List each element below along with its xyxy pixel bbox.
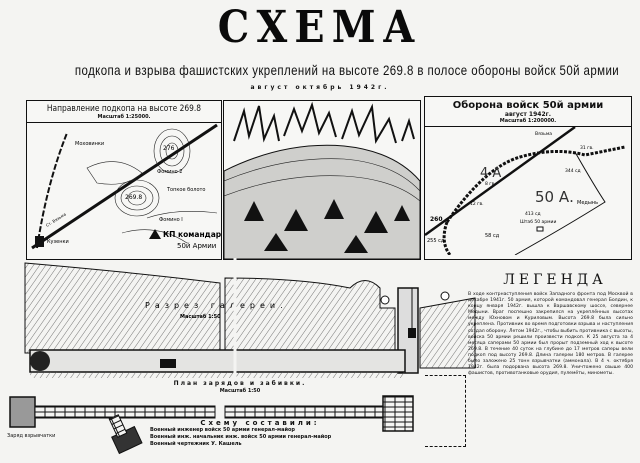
label-255sd: 255 сд	[427, 238, 445, 244]
panel-left-scale: Масштаб 1:25000.	[97, 114, 151, 120]
label-31gv: 31 гв.	[580, 145, 594, 151]
gallery-section-drawing: Разрез галереи. Масштаб 1:50	[24, 258, 476, 386]
explosion-blasts	[233, 101, 415, 145]
legend-text: В ходе контрнаступления войск Западного …	[468, 292, 633, 377]
label-50-army: 50й Армии	[177, 242, 216, 250]
panel-right-scale: Масштаб 1:200000.	[499, 118, 557, 124]
stemming-left	[34, 405, 216, 419]
label-fomino-1: Фомино I	[159, 217, 183, 223]
village-marker	[35, 236, 44, 247]
charge-chamber	[30, 351, 50, 371]
explosion-drawing	[223, 101, 421, 260]
mine-cart	[160, 359, 176, 368]
soldier-figure	[380, 295, 390, 305]
label-medyn: Медынь	[577, 200, 598, 206]
label-413sd: 413 сд	[525, 211, 541, 217]
stemming-right	[224, 405, 386, 419]
dashed-outline	[425, 375, 466, 447]
label-8gv: 8 гв.	[485, 181, 496, 187]
defense-map: 4 А 50 А. 8 гв. 12 гв. 413 сд Штаб 50 ар…	[424, 125, 626, 256]
legend-title: ЛЕГЕНДА	[503, 272, 607, 288]
compiler-line: Военный инженер войск 50 армии генерал-м…	[150, 427, 296, 433]
label-260: 260	[430, 216, 443, 223]
compiler-line: Военный инж. начальник инж. войск 50 арм…	[150, 434, 332, 440]
section-title: Разрез галереи.	[145, 301, 288, 310]
railway-line	[31, 123, 218, 250]
charge-box	[9, 396, 36, 428]
panel-defense-map: Оборона войск 50й армии август 1942г. Ма…	[424, 96, 632, 260]
label-swamp: Топкое болото	[166, 187, 206, 193]
label-hq: Штаб 50 армии	[520, 219, 556, 225]
road	[36, 132, 68, 249]
label-command-post: КП командарма	[163, 230, 221, 239]
panel-left-title: Направление подкопа на высоте 269.8	[46, 104, 202, 114]
end-chamber	[382, 395, 414, 432]
plan-title: План зарядов и забивки.	[173, 380, 307, 387]
explosion-mounds	[244, 199, 410, 253]
label-fomino-2: Фомино 2	[157, 169, 182, 175]
label-50a: 50 А.	[535, 188, 574, 206]
hq-flag-icon	[536, 226, 544, 232]
gallery-tunnel	[29, 349, 406, 373]
compiler-line: Военный чертежник У. Кашель	[150, 441, 242, 447]
soldier-figure	[440, 291, 450, 301]
plan-scale: Масштаб 1:50	[219, 388, 261, 394]
document-title: СХЕМА	[217, 2, 423, 53]
label-vyazma: Вязьма	[535, 131, 552, 137]
compilers-block: Схему составили: Военный инженер войск 5…	[150, 420, 370, 448]
label-kuzenki: Кузенки	[47, 239, 69, 245]
hill-terrain	[223, 144, 421, 260]
label-269-8: 269.8	[125, 194, 142, 201]
label-mokhovinki: Моховинки	[75, 141, 104, 147]
label-58sd: 58 сд	[485, 233, 500, 239]
label-344sd: 344 сд	[565, 168, 581, 174]
compilers-heading: Схему составили:	[200, 419, 320, 427]
command-post-icon	[149, 229, 161, 239]
defense-line	[445, 145, 626, 223]
section-scale: Масштаб 1:50	[180, 313, 221, 320]
panel-explosion-drawing	[223, 100, 421, 260]
charge-label: Заряд взрывчатки	[7, 433, 55, 439]
plan-drawing: Заряд взрывчатки	[7, 395, 414, 455]
panel-right-date: август 1942г.	[504, 111, 552, 118]
label-276: 276	[163, 145, 175, 152]
label-4a: 4 А	[480, 166, 501, 181]
dateline: август октябрь 1942г.	[250, 84, 390, 91]
bucket	[408, 328, 416, 338]
label-12gv: 12 гв.	[470, 201, 484, 207]
soil-right	[224, 277, 396, 364]
army-boundary	[514, 151, 606, 256]
hill-contours	[86, 128, 218, 244]
panel-right-title: Оборона войск 50й армии	[452, 100, 604, 111]
tunnel-direction-map: Моховинки 276 269.8 Фомино I Фомино 2 То…	[31, 123, 232, 250]
soil-left	[24, 262, 221, 354]
panel-tunnel-direction-map: Направление подкопа на высоте 269.8 Масш…	[26, 100, 232, 260]
document-subtitle: подкопа и взрыва фашистских укреплений н…	[74, 62, 620, 78]
